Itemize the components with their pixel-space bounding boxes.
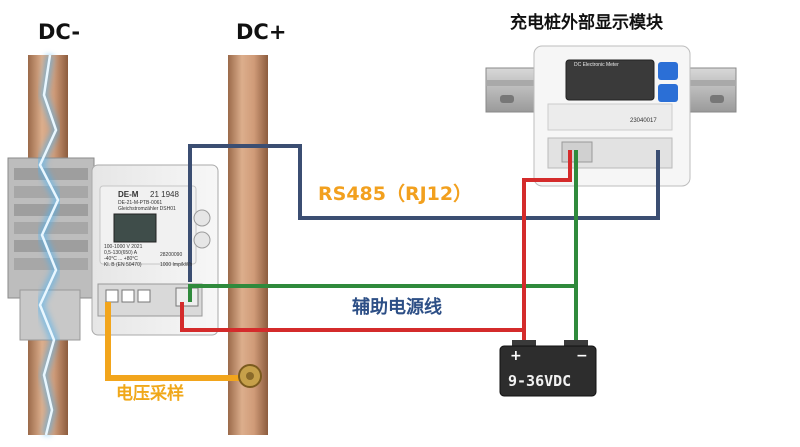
- meter-model-num: 21 1948: [150, 190, 179, 199]
- aux-power-label: 辅助电源线: [352, 297, 442, 318]
- battery-plus: +: [510, 348, 522, 364]
- voltage-sampling-wire: [105, 302, 248, 381]
- voltage-sampling-label: 电压采样: [116, 384, 184, 404]
- battery-minus: −: [576, 348, 588, 364]
- meter-spec4: Kl. B (EN 50470): [104, 262, 142, 268]
- meter-spec1: 100-1000 V 2021: [104, 244, 143, 250]
- meter-spec2: 0,5-130(650) A: [104, 250, 138, 256]
- battery-icon: [499, 340, 597, 397]
- module-title: 充电桩外部显示模块: [510, 13, 663, 33]
- aux-wire-green: [188, 150, 578, 302]
- display-serial: 23040017: [630, 118, 657, 124]
- display-title: DC Electronic Meter: [574, 62, 619, 68]
- meter-model: DE-M: [118, 190, 139, 199]
- meter-sub1: DE-21-M-PTB-0061: [118, 200, 163, 206]
- meter-rate: 1000 Imp/kWh: [160, 262, 193, 268]
- display-module: [533, 45, 691, 187]
- dc-plus-label: DC+: [236, 20, 287, 44]
- rs485-wire: [188, 144, 660, 282]
- meter-serial: 28200090: [160, 252, 183, 258]
- dc-minus-label: DC-: [38, 20, 81, 44]
- aux-wire-red: [180, 150, 572, 332]
- meter-spec3: -40°C ... +80°C: [104, 256, 138, 262]
- meter-sub2: Gleichstromzähler DSH01: [118, 206, 176, 212]
- battery-label: 9-36VDC: [508, 372, 572, 390]
- rs485-label: RS485（RJ12）: [318, 183, 473, 205]
